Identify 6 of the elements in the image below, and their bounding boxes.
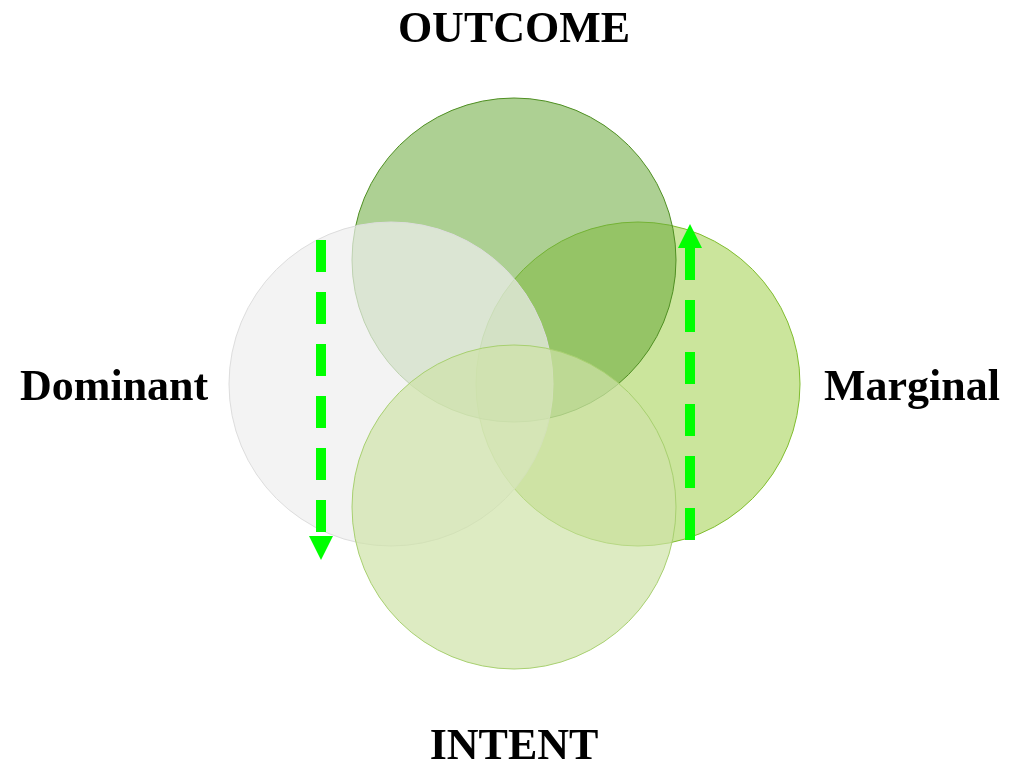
circle-label: OUTCOME: [397, 6, 631, 50]
circle-label: Marginal: [824, 364, 1000, 408]
arrow: [678, 224, 702, 540]
circle-label: INTENT: [429, 723, 599, 767]
circle-label: Dominant: [20, 364, 209, 408]
arrow: [309, 240, 333, 560]
